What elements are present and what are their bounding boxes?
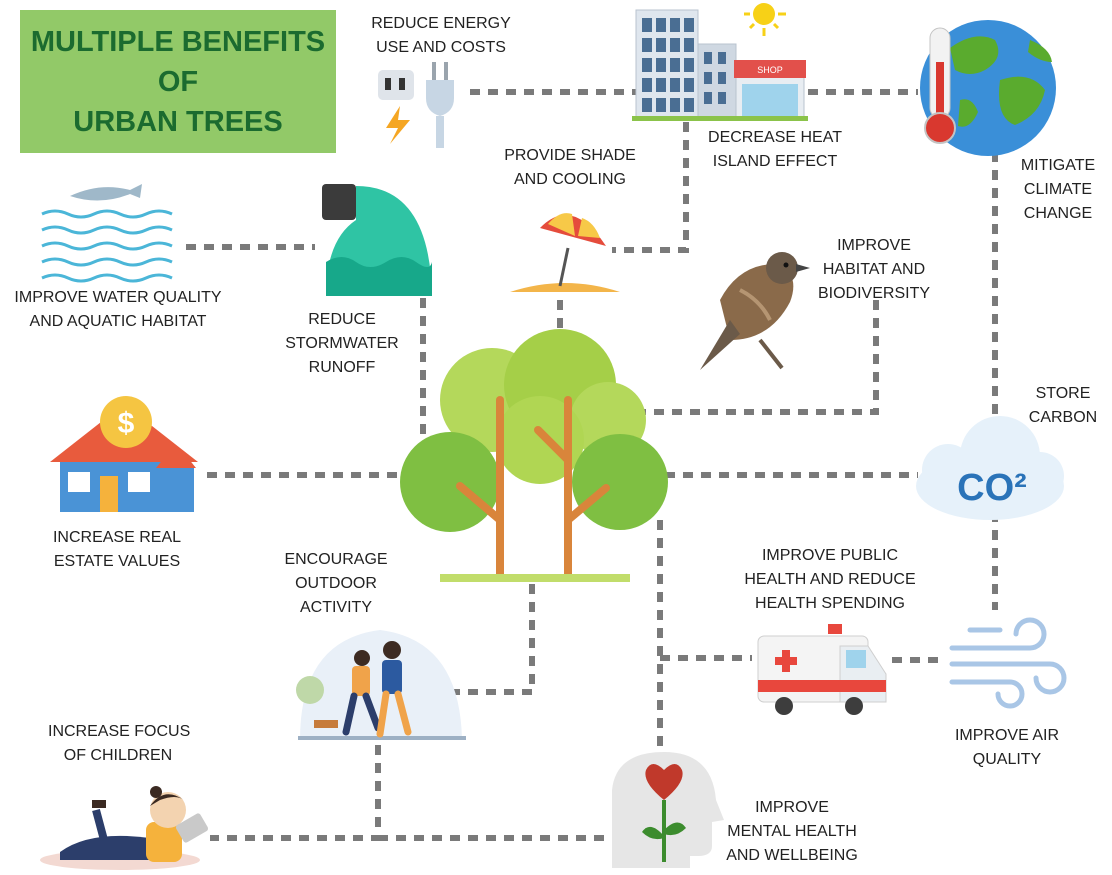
- co2-cloud-icon: CO²: [916, 416, 1064, 520]
- plug-icon: [378, 62, 454, 148]
- label-stormwater-line-2: STORMWATER: [285, 335, 399, 352]
- label-mental-line-2: MENTAL HEALTH: [727, 823, 857, 840]
- label-outdoor: ENCOURAGE OUTDOOR ACTIVITY: [280, 548, 392, 620]
- label-water-line-1: IMPROVE WATER QUALITY: [14, 289, 222, 306]
- title-box: MULTIPLE BENEFITS OF URBAN TREES: [20, 10, 336, 153]
- label-carbon: STORE CARBON: [1018, 382, 1108, 430]
- label-real-estate: INCREASE REAL ESTATE VALUES: [40, 526, 194, 574]
- bird-icon: [700, 252, 810, 370]
- label-heat-island-line-1: DECREASE HEAT: [708, 129, 842, 146]
- stormwater-pipe-icon: [322, 184, 432, 296]
- label-air: IMPROVE AIR QUALITY: [940, 724, 1074, 772]
- buildings-icon: SHOP: [632, 9, 808, 121]
- label-air-line-1: IMPROVE AIR: [954, 727, 1060, 744]
- label-shade-line-1: PROVIDE SHADE: [504, 147, 636, 164]
- connector-bird-tree: [640, 300, 879, 415]
- label-habitat-line-3: BIODIVERSITY: [817, 285, 931, 302]
- title-line-3: URBAN TREES: [73, 105, 283, 138]
- sun-icon: [744, 3, 786, 36]
- label-shade: PROVIDE SHADE AND COOLING: [490, 144, 650, 192]
- co2-text: CO²: [957, 467, 1027, 509]
- joggers-icon: [296, 630, 466, 740]
- label-water: IMPROVE WATER QUALITY AND AQUATIC HABITA…: [2, 286, 234, 334]
- beach-umbrella-icon: [510, 213, 620, 292]
- head-heart-icon: [612, 752, 724, 868]
- connector-tree-outdoor: [440, 584, 535, 695]
- label-children-line-1: INCREASE FOCUS: [48, 723, 191, 740]
- label-habitat-line-1: IMPROVE: [837, 237, 911, 254]
- label-energy: REDUCE ENERGY USE AND COSTS: [360, 12, 522, 60]
- label-energy-line-2: USE AND COSTS: [376, 39, 506, 56]
- label-public-health-line-2: HEALTH AND REDUCE: [744, 571, 916, 588]
- label-mental: IMPROVE MENTAL HEALTH AND WELLBEING: [716, 796, 868, 868]
- label-public-health-line-1: IMPROVE PUBLIC: [761, 547, 899, 564]
- label-habitat: IMPROVE HABITAT AND BIODIVERSITY: [810, 234, 938, 306]
- dollar-sign: $: [118, 407, 135, 440]
- house-dollar-icon: $: [50, 396, 198, 512]
- connector-building-shade: [612, 122, 689, 253]
- label-outdoor-line-2: OUTDOOR: [295, 575, 377, 592]
- ambulance-icon: [757, 624, 887, 715]
- label-heat-island: DECREASE HEAT ISLAND EFFECT: [695, 126, 855, 174]
- label-outdoor-line-3: ACTIVITY: [299, 599, 372, 616]
- label-climate-line-3: CHANGE: [1023, 205, 1093, 222]
- label-public-health-line-3: HEALTH SPENDING: [755, 595, 905, 612]
- connectors: [186, 89, 998, 841]
- label-stormwater-line-3: RUNOFF: [308, 359, 376, 376]
- label-mental-line-1: IMPROVE: [755, 799, 829, 816]
- shop-sign: SHOP: [757, 65, 783, 75]
- connector-outdoor-children: [210, 745, 381, 841]
- label-public-health: IMPROVE PUBLIC HEALTH AND REDUCE HEALTH …: [725, 544, 935, 616]
- label-water-line-2: AND AQUATIC HABITAT: [29, 313, 207, 330]
- globe-thermometer-icon: [920, 20, 1056, 156]
- label-stormwater-line-1: REDUCE: [308, 311, 376, 328]
- tree-icon: [400, 329, 668, 582]
- label-carbon-line-1: STORE: [1035, 385, 1091, 402]
- label-outdoor-line-1: ENCOURAGE: [284, 551, 388, 568]
- wind-icon: [949, 617, 1067, 709]
- label-habitat-line-2: HABITAT AND: [822, 261, 926, 278]
- label-real-estate-line-1: INCREASE REAL: [52, 529, 182, 546]
- label-climate-line-1: MITIGATE: [1020, 157, 1096, 174]
- label-real-estate-line-2: ESTATE VALUES: [53, 553, 181, 570]
- title-line-1: MULTIPLE BENEFITS: [30, 25, 326, 58]
- fish-waves-icon: [41, 184, 173, 283]
- label-carbon-line-2: CARBON: [1028, 409, 1098, 426]
- label-children: INCREASE FOCUS OF CHILDREN: [48, 720, 191, 768]
- title-line-2: OF: [157, 65, 199, 98]
- child-reading-icon: [40, 786, 209, 870]
- label-shade-line-2: AND COOLING: [513, 171, 626, 188]
- label-mental-line-3: AND WELLBEING: [726, 847, 858, 864]
- label-stormwater: REDUCE STORMWATER RUNOFF: [280, 308, 404, 380]
- label-air-line-2: QUALITY: [972, 751, 1042, 768]
- label-heat-island-line-2: ISLAND EFFECT: [712, 153, 838, 170]
- label-energy-line-1: REDUCE ENERGY: [371, 15, 511, 32]
- label-climate: MITIGATE CLIMATE CHANGE: [1010, 154, 1106, 226]
- label-children-line-2: OF CHILDREN: [63, 747, 173, 764]
- label-climate-line-2: CLIMATE: [1023, 181, 1093, 198]
